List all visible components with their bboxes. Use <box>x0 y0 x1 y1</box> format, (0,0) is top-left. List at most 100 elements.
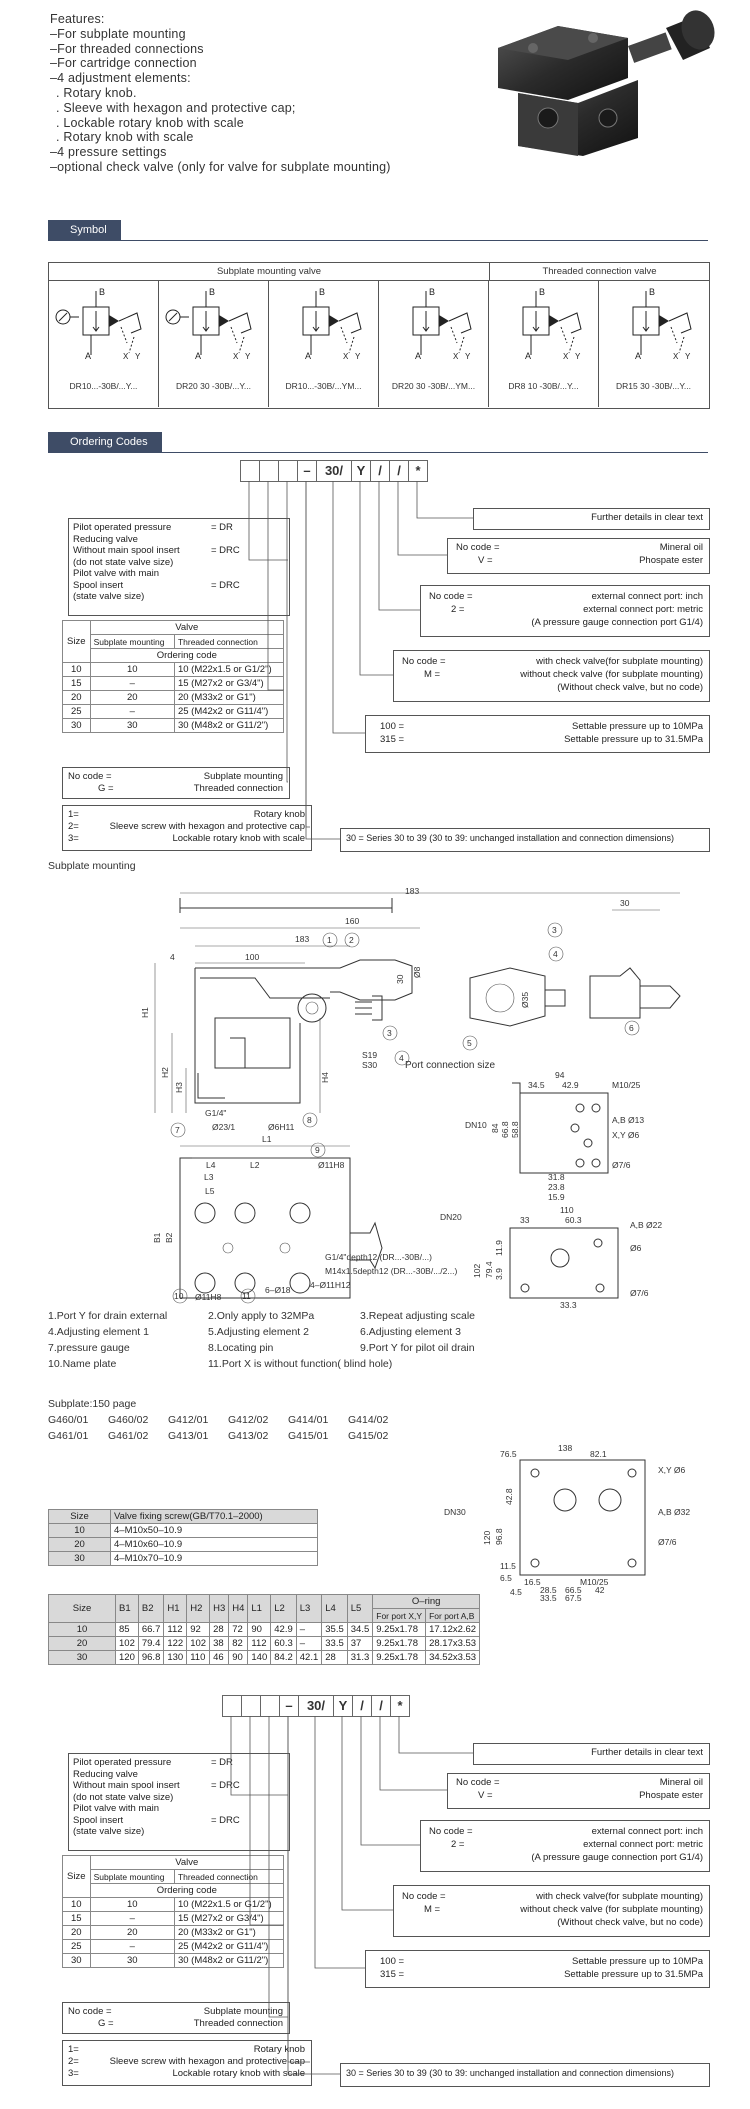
type-text: Spool insert <box>73 579 124 591</box>
svg-text:Y: Y <box>355 352 361 361</box>
gauge-text: external connect port: metric <box>583 604 703 615</box>
port-connection-title: Port connection size <box>405 1060 495 1071</box>
subplate-code: G414/01 <box>288 1414 329 1426</box>
dim-100: 100 <box>245 952 259 962</box>
dim-p675: 67.5 <box>565 1593 582 1603</box>
screw-header-size: Size <box>48 1509 111 1524</box>
seal-box: No code = Mineral oil V = Phospate ester <box>447 1773 710 1809</box>
dim-p968: 96.8 <box>494 1528 504 1545</box>
adjust-text: Rotary knob <box>253 809 305 820</box>
dim-cell: 34.52x3.53 <box>425 1650 481 1665</box>
dim-cell: – <box>295 1622 323 1637</box>
dim-d11h8: Ø11H8 <box>318 1160 345 1170</box>
dim-l4: L4 <box>206 1160 216 1170</box>
dim-d76c: Ø7/6 <box>658 1537 677 1547</box>
dim-l2: L2 <box>250 1160 260 1170</box>
dim-cell: 90 <box>247 1622 272 1637</box>
size-cell: 30 <box>62 1953 91 1968</box>
legend-item: 1.Port Y for drain external <box>48 1310 168 1322</box>
svg-text:B: B <box>539 287 545 297</box>
svg-text:A: A <box>635 351 641 361</box>
type-line: (do not state valve size) <box>73 1792 285 1804</box>
feature-line: –For cartridge connection <box>50 56 197 71</box>
gauge-text: (A pressure gauge connection port G1/4) <box>531 617 703 628</box>
dim-size: 20 <box>48 1636 116 1651</box>
svg-text:Y: Y <box>245 352 251 361</box>
dim-cell: 79.4 <box>137 1636 165 1651</box>
callout-5b: 5 <box>467 1038 472 1048</box>
dim-m14: M14x1.5depth12 (DR...-30B/.../2...) <box>325 1266 457 1276</box>
dim-p33: 33 <box>520 1215 530 1225</box>
subplate-code: G412/02 <box>228 1414 269 1426</box>
dim-p42: 42 <box>595 1585 605 1595</box>
dim-p428: 42.8 <box>504 1488 514 1505</box>
type-text: Reducing valve <box>73 533 138 545</box>
series-box: 30 = Series 30 to 39 (30 to 39: unchange… <box>340 828 710 852</box>
pressure-box: 100 = Settable pressure up to 10MPa 315 … <box>365 715 710 753</box>
gauge-code: 2 = <box>451 604 465 615</box>
dim-cell: 130 <box>163 1650 188 1665</box>
svg-text:X: X <box>673 352 679 361</box>
dim-cell: 28 <box>321 1650 348 1665</box>
seal-code: No code = <box>456 542 500 553</box>
dim-p333: 33.3 <box>560 1300 577 1308</box>
leader-lines <box>248 481 473 840</box>
type-line: Spool insert= DRC <box>73 1815 285 1827</box>
subplate-code: G413/02 <box>228 1430 269 1442</box>
dim-h4: H4 <box>320 1072 330 1083</box>
ordering-code-block-1: –30/Y//* Further details in clear text N… <box>0 460 750 865</box>
screw-size: 20 <box>48 1537 111 1552</box>
dim-cell: 42.9 <box>270 1622 297 1637</box>
check-text: with check valve(for subplate mounting) <box>536 656 703 667</box>
type-line: Without main spool insert= DRC <box>73 545 285 557</box>
svg-text:X: X <box>343 352 349 361</box>
type-text: (state valve size) <box>73 591 145 602</box>
dim-s30: S30 <box>362 1060 377 1070</box>
dim-header: H1 <box>163 1594 188 1623</box>
symbol-label: DR15 30 -30B/...Y... <box>616 381 691 391</box>
seal-text: Phospate ester <box>639 1790 703 1801</box>
type-line: Pilot operated pressure= DR <box>73 522 285 534</box>
adjust-text: Sleeve screw with hexagon and protective… <box>109 821 305 832</box>
dim-header: L2 <box>270 1594 297 1623</box>
dim-header: B2 <box>137 1594 165 1623</box>
further-text: Further details in clear text <box>591 1747 703 1758</box>
dim-d23: Ø23/1 <box>212 1122 235 1132</box>
adjust-text: Rotary knob <box>253 2044 305 2055</box>
dim-p165: 16.5 <box>524 1577 541 1587</box>
svg-text:Y: Y <box>465 352 471 361</box>
svg-text:X: X <box>233 352 239 361</box>
svg-text:A: A <box>85 351 91 361</box>
gauge-text: (A pressure gauge connection port G1/4) <box>531 1852 703 1863</box>
oring-header: O–ring <box>372 1594 481 1609</box>
check-code: No code = <box>402 1891 446 1902</box>
adjust-text: Lockable rotary knob with scale <box>172 833 305 844</box>
feature-line: . Rotary knob with scale <box>56 130 194 145</box>
symbol-section-bar: Symbol <box>48 220 708 241</box>
dim-cell: 140 <box>247 1650 272 1665</box>
dim-d30: 30 <box>395 974 405 984</box>
pressure-code: 315 = <box>380 734 405 745</box>
callout-4: 4 <box>399 1053 404 1063</box>
svg-text:B: B <box>209 287 215 297</box>
further-box: Further details in clear text <box>473 1743 710 1765</box>
dim-160: 160 <box>345 916 359 926</box>
ordering-section-bar: Ordering Codes <box>48 432 708 453</box>
symbol-group-threaded: Threaded connection valve <box>490 263 709 281</box>
dim-p102: 102 <box>472 1264 482 1278</box>
svg-text:B: B <box>429 287 435 297</box>
dim-p39: 3.9 <box>494 1268 504 1280</box>
check-text: with check valve(for subplate mounting) <box>536 1891 703 1902</box>
callout-9: 9 <box>315 1145 320 1155</box>
dim-d76b: Ø7/6 <box>630 1288 649 1298</box>
svg-text:B: B <box>319 287 325 297</box>
dim-xd6: Ø6 <box>630 1243 642 1253</box>
dim-p119: 11.9 <box>494 1240 504 1256</box>
code-cell: 30/ <box>316 460 351 482</box>
